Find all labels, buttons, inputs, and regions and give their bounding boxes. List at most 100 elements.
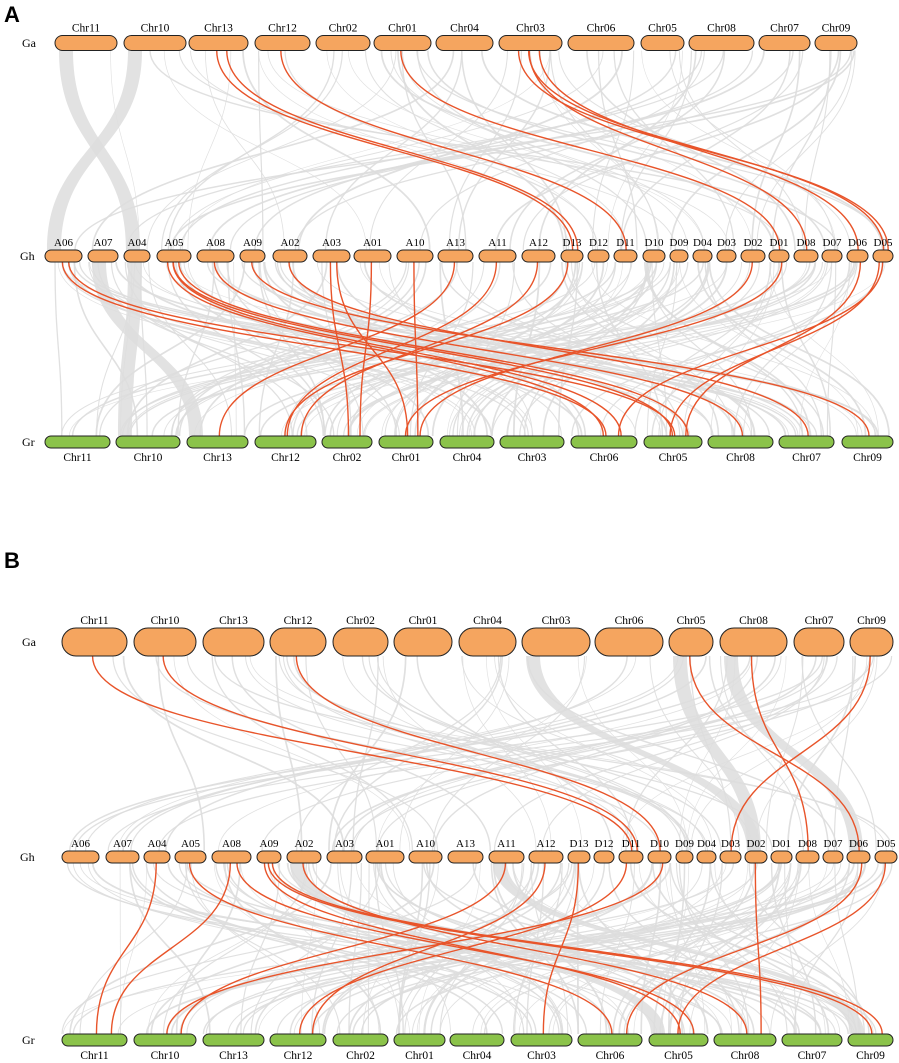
collinear-link — [61, 261, 596, 437]
collinear-link — [607, 50, 683, 251]
chromosome-gh-a07 — [105, 850, 140, 864]
chromosome-gr-chr07 — [778, 435, 835, 449]
chromosome-label: Chr12 — [268, 23, 297, 35]
chromosome-gh-a01 — [353, 249, 392, 263]
syntenic-gene-pair-link — [335, 261, 409, 437]
collinear-link — [678, 862, 723, 1035]
syntenic-gene-pair-link — [166, 261, 605, 437]
collinear-link — [801, 655, 877, 852]
chromosome-gr-chr02 — [332, 1033, 389, 1047]
chromosome-label: D07 — [823, 237, 842, 249]
collinear-link — [625, 655, 728, 852]
collinear-link — [282, 655, 634, 852]
collinear-link — [148, 261, 233, 437]
chromosome-gh-d09 — [669, 249, 689, 263]
chromosome-ga-chr11 — [54, 35, 118, 51]
collinear-link — [367, 862, 370, 1035]
collinear-link — [211, 655, 414, 852]
syntenic-gene-pair-link — [251, 261, 870, 437]
chromosome-ga-chr11 — [61, 627, 128, 657]
collinear-link — [394, 261, 617, 437]
chromosome-label: Chr13 — [203, 452, 232, 464]
syntenic-gene-pair-link — [271, 862, 883, 1035]
collinear-link — [182, 50, 551, 251]
collinear-link — [171, 261, 410, 437]
collinear-link — [163, 50, 367, 251]
collinear-link — [240, 862, 525, 1035]
chromosome-gh-a11 — [478, 249, 517, 263]
chromosome-label: Chr03 — [516, 23, 545, 35]
collinear-link — [669, 862, 792, 1035]
collinear-link — [240, 862, 281, 1035]
chromosome-label: Chr04 — [453, 452, 482, 464]
collinear-link — [724, 50, 853, 251]
collinear-link — [770, 862, 884, 1035]
chromosome-label: Chr01 — [409, 615, 438, 627]
chromosome-label: A05 — [165, 237, 184, 249]
chromosome-label: A12 — [537, 838, 556, 850]
chromosome-gh-d03 — [716, 249, 737, 263]
syntenic-gene-pair-link — [542, 862, 580, 1035]
collinear-link — [91, 862, 822, 1035]
collinear-link — [350, 655, 871, 852]
chromosome-label: D09 — [675, 838, 694, 850]
syntenic-gene-pair-link — [400, 50, 781, 251]
collinear-link — [145, 862, 504, 1035]
collinear-link — [577, 655, 688, 852]
chromosome-label: Chr09 — [853, 452, 882, 464]
collinear-link — [473, 261, 728, 437]
chromosome-gh-a09 — [256, 850, 282, 864]
collinear-link — [149, 50, 839, 251]
collinear-link — [122, 655, 707, 852]
collinear-link — [374, 862, 404, 1035]
collinear-link — [669, 50, 842, 251]
chromosome-gh-a05 — [156, 249, 192, 263]
chromosome-ga-chr09 — [814, 35, 858, 51]
syntenic-gene-pair-link — [617, 261, 884, 437]
collinear-link — [416, 655, 613, 852]
collinear-block — [291, 863, 665, 1034]
collinear-link — [258, 261, 295, 437]
chromosome-gr-chr03 — [499, 435, 565, 449]
chromosome-label: D12 — [589, 237, 608, 249]
chromosome-ga-chr07 — [793, 627, 845, 657]
collinear-link — [675, 862, 788, 1035]
chromosome-ga-chr04 — [435, 35, 494, 51]
chromosome-label: Chr08 — [731, 1050, 760, 1062]
chromosome-label: Chr07 — [805, 615, 834, 627]
collinear-link — [770, 862, 817, 1035]
collinear-link — [570, 261, 733, 437]
collinear-link — [641, 50, 837, 251]
collinear-link — [54, 261, 63, 437]
collinear-link — [130, 655, 684, 852]
collinear-link — [427, 50, 826, 251]
syntenic-gene-pair-link — [172, 261, 674, 437]
syntenic-gene-pair-link — [517, 50, 889, 251]
collinear-link — [242, 862, 782, 1035]
chromosome-ga-chr08 — [688, 35, 755, 51]
syntenic-gene-pair-link — [302, 862, 748, 1035]
chromosome-label: D11 — [616, 237, 635, 249]
chromosome-label: Chr06 — [590, 452, 619, 464]
collinear-link — [399, 655, 510, 852]
collinear-link — [522, 50, 804, 251]
chromosome-label: Chr11 — [72, 23, 101, 35]
collinear-link — [645, 261, 804, 437]
chromosome-label: A08 — [222, 838, 241, 850]
syntenic-gene-pair-link — [730, 655, 871, 852]
chromosome-label: A10 — [406, 237, 425, 249]
collinear-link — [242, 50, 431, 251]
syntenic-gene-pair-link — [286, 261, 498, 437]
collinear-link — [355, 862, 629, 1035]
collinear-link — [591, 261, 876, 437]
chromosome-label: A08 — [206, 237, 225, 249]
chromosome-ga-chr13 — [188, 35, 249, 51]
collinear-link — [456, 261, 515, 437]
chromosome-ga-chr12 — [254, 35, 311, 51]
genome-label: Ga — [22, 36, 37, 50]
collinear-link — [211, 261, 326, 437]
chromosome-ga-chr10 — [123, 35, 187, 51]
chromosome-gh-d01 — [770, 850, 793, 864]
chromosome-label: D10 — [650, 838, 669, 850]
